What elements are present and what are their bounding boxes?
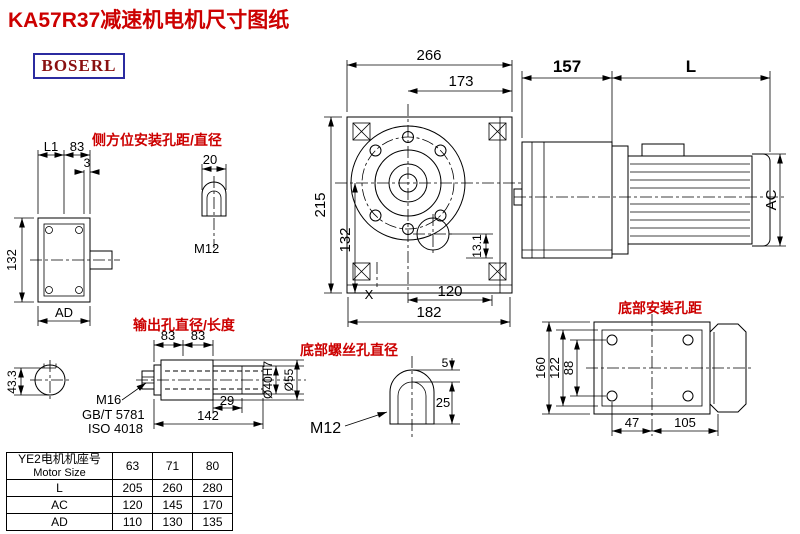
dim-173: 173	[448, 73, 473, 90]
brand-logo-text: BOSERL	[41, 56, 117, 75]
row-label: AD	[6, 513, 113, 532]
size-col-80: 80	[192, 451, 233, 481]
cell: 205	[112, 479, 153, 498]
left-view	[30, 217, 120, 303]
dim-d40h7: Ø40H7	[261, 361, 275, 399]
size-col-71: 71	[152, 451, 193, 481]
x-marker: X	[365, 287, 374, 302]
dim-182: 182	[416, 304, 441, 321]
label-m12-side: M12	[194, 241, 219, 256]
output-shaft-detail	[30, 359, 306, 401]
dim-132: 132	[337, 227, 354, 252]
side-view-dims	[521, 71, 786, 247]
cell: 120	[112, 496, 153, 515]
dim-83-b: 83	[191, 328, 205, 343]
motor-fins	[630, 163, 750, 237]
label-side-mount: 侧方位安装孔距/直径	[92, 132, 222, 148]
dim-3: 3	[84, 156, 91, 170]
table-row-AD: AD 110 130 135	[6, 513, 233, 532]
dim-105: 105	[674, 415, 696, 430]
row-label: AC	[6, 496, 113, 515]
dim-43-3: 43.3	[5, 370, 19, 394]
output-shaft-dims	[14, 340, 304, 429]
dim-122: 122	[547, 357, 562, 379]
label-output-hole: 输出孔直径/长度	[133, 317, 236, 333]
table-header-cn: YE2电机机座号	[18, 452, 101, 466]
left-view-dims	[14, 150, 100, 326]
dim-20: 20	[203, 152, 217, 167]
table-header-cell: YE2电机机座号 Motor Size	[6, 451, 113, 481]
page-title: KA57R37减速机电机尺寸图纸	[8, 9, 290, 32]
size-col-63: 63	[112, 451, 153, 481]
dim-83-left: 83	[70, 139, 84, 154]
bottom-screw-detail	[389, 356, 435, 438]
cell: 170	[192, 496, 233, 515]
table-header-row: YE2电机机座号 Motor Size 63 71 80	[6, 451, 233, 481]
dim-47: 47	[625, 415, 639, 430]
label-m16: M16	[96, 392, 121, 407]
bottom-screw-dims	[344, 358, 460, 427]
cell: 145	[152, 496, 193, 515]
dim-13-1: 13.1	[470, 234, 484, 258]
dim-L: L	[686, 57, 696, 76]
side-view	[513, 141, 786, 259]
cell: 135	[192, 513, 233, 532]
dim-160: 160	[533, 357, 548, 379]
dim-215: 215	[312, 192, 329, 217]
dim-120: 120	[437, 283, 462, 300]
dim-142: 142	[197, 408, 219, 423]
label-m12-bottom: M12	[310, 420, 341, 437]
side-hole-detail	[201, 164, 227, 248]
table-header-en: Motor Size	[33, 466, 86, 479]
dim-5: 5	[442, 356, 449, 370]
dim-AD: AD	[55, 305, 73, 320]
dim-266: 266	[416, 47, 441, 64]
dim-29: 29	[220, 393, 234, 408]
red-labels: 侧方位安装孔距/直径 输出孔直径/长度 底部螺丝孔直径 底部安装孔距	[92, 132, 702, 358]
label-bottom-screw: 底部螺丝孔直径	[300, 342, 398, 358]
bottom-view-dims	[542, 321, 719, 436]
front-view	[335, 104, 522, 303]
dim-AC: AC	[763, 189, 780, 210]
row-label: L	[6, 479, 113, 498]
dim-L1: L1	[44, 139, 58, 154]
label-gbt-5781: GB/T 5781	[82, 407, 145, 422]
front-view-dims	[324, 60, 513, 327]
label-bottom-mount: 底部安装孔距	[618, 300, 702, 316]
label-iso-4018: ISO 4018	[88, 421, 143, 436]
dim-132-left: 132	[4, 249, 19, 271]
dim-157: 157	[553, 57, 581, 76]
cell: 280	[192, 479, 233, 498]
dim-88: 88	[561, 361, 576, 375]
table-row-L: L 205 260 280	[6, 479, 233, 498]
dim-83-a: 83	[161, 328, 175, 343]
brand-logo: BOSERL	[33, 53, 125, 79]
dim-25: 25	[436, 395, 450, 410]
motor-size-table: YE2电机机座号 Motor Size 63 71 80 L 205 260 2…	[6, 451, 233, 532]
dim-d55: Ø55	[282, 368, 296, 391]
cell: 110	[112, 513, 153, 532]
terminal-box	[641, 143, 685, 157]
bottom-view	[586, 314, 754, 436]
cell: 260	[152, 479, 193, 498]
cell: 130	[152, 513, 193, 532]
table-row-AC: AC 120 145 170	[6, 496, 233, 515]
